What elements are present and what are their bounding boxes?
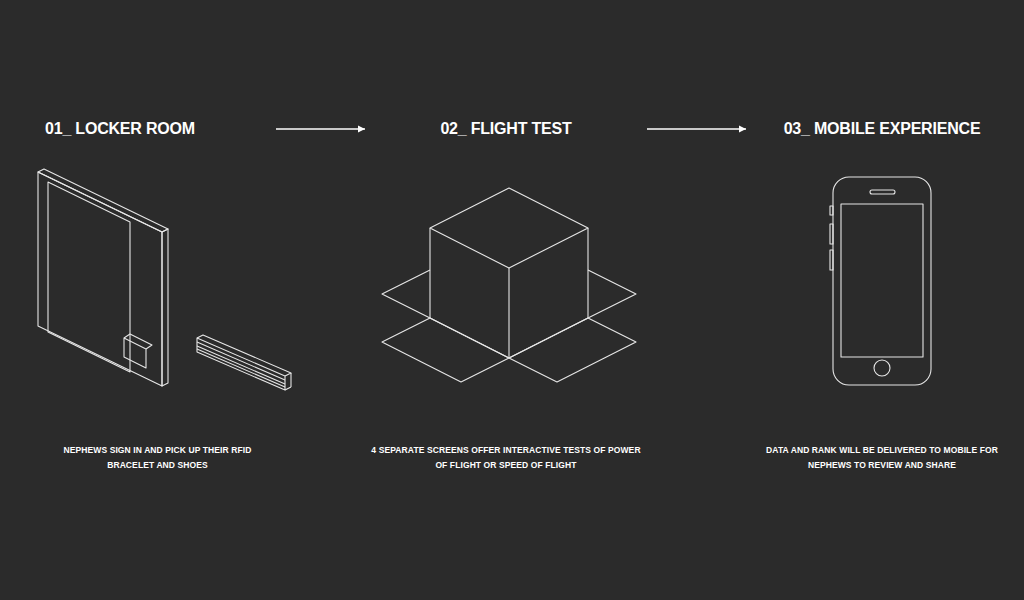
phone-illustration [830,177,931,385]
step-caption: 4 SEPARATE SCREENS OFFER INTERACTIVE TES… [371,443,641,473]
step-caption: DATA AND RANK WILL BE DELIVERED TO MOBIL… [752,443,1012,473]
step-group: 01_ LOCKER ROOM NEPHEWS SIGN IN AND PICK … [45,118,270,473]
step-heading: 01_ LOCKER ROOM [45,118,270,140]
step-caption: NEPHEWS SIGN IN AND PICK UP THEIR RFID B… [45,443,270,473]
flow-arrow [647,126,746,133]
step-heading: 03_ MOBILE EXPERIENCE [752,118,1012,140]
flow-arrow [276,126,365,133]
flight-test-cube [382,188,636,382]
step-group: 03_ MOBILE EXPERIENCE DATA AND RANK WILL … [752,118,1012,473]
locker-illustration [38,169,168,386]
shoes-bracelet-illustration [197,335,291,390]
step-group: 02_ FLIGHT TEST 4 SEPARATE SCREENS OFFER … [371,118,641,473]
step-heading: 02_ FLIGHT TEST [371,118,641,140]
